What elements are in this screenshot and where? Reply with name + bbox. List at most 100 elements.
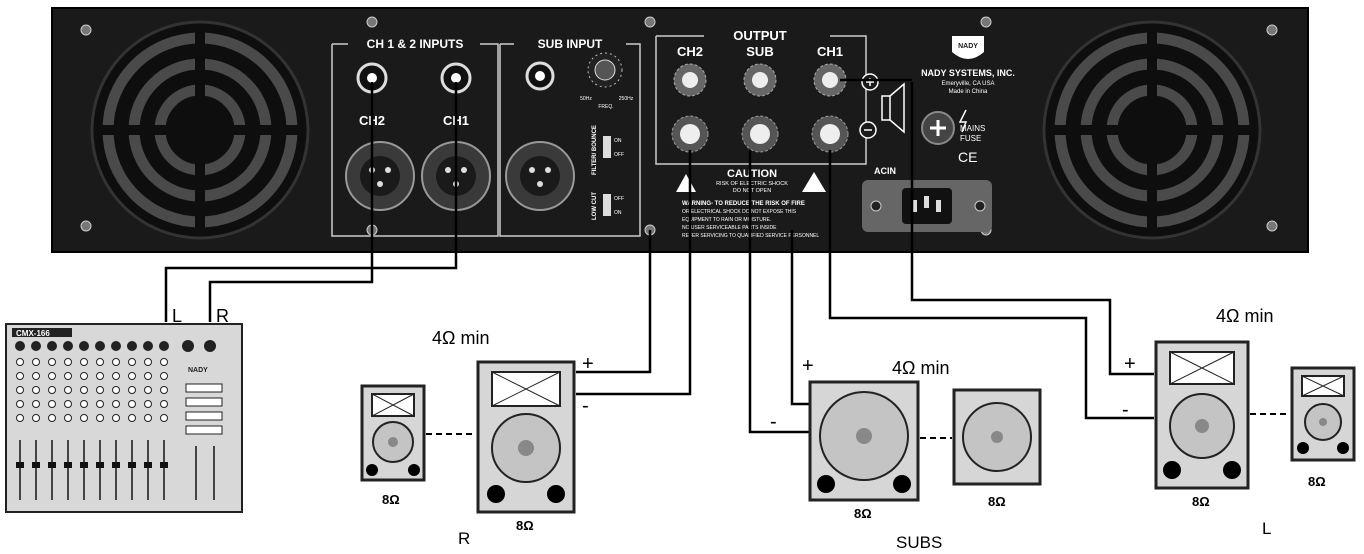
ac-inlet-icon[interactable] [862,180,992,232]
channel-knob-icon[interactable] [160,400,168,408]
channel-knob-icon[interactable] [32,414,40,422]
channel-knob-icon[interactable] [32,400,40,408]
channel-knob-icon[interactable] [96,372,104,380]
main-ohms-label: 8Ω [1192,494,1210,509]
lowcut-switch-label: LOW CUT [592,192,598,220]
channel-knob-icon[interactable] [48,386,56,394]
channel-knob-icon[interactable] [80,358,88,366]
channel-knob-icon[interactable] [96,414,104,422]
channel-fader-handle[interactable] [144,462,152,468]
channel-input-icon[interactable] [159,341,169,351]
channel-knob-icon[interactable] [80,386,88,394]
channel-input-icon[interactable] [127,341,137,351]
channel-fader-handle[interactable] [48,462,56,468]
channel-knob-icon[interactable] [112,358,120,366]
channel-knob-icon[interactable] [96,358,104,366]
channel-input-icon[interactable] [143,341,153,351]
master-output-jack-icon[interactable] [182,340,194,352]
channel-fader-handle[interactable] [96,462,104,468]
sub-minus-binding-post-icon[interactable] [741,115,779,153]
channel-knob-icon[interactable] [32,358,40,366]
channel-knob-icon[interactable] [64,358,72,366]
ch1-minus-binding-post-icon[interactable] [811,115,849,153]
channel-knob-icon[interactable] [128,414,136,422]
channel-knob-icon[interactable] [48,372,56,380]
channel-knob-icon[interactable] [64,400,72,408]
channel-knob-icon[interactable] [96,400,104,408]
master-control-icon[interactable] [185,383,223,393]
master-control-icon[interactable] [185,425,223,435]
master-control-icon[interactable] [185,411,223,421]
channel-knob-icon[interactable] [16,372,24,380]
channel-input-icon[interactable] [31,341,41,351]
channel-knob-icon[interactable] [80,372,88,380]
channel-knob-icon[interactable] [80,414,88,422]
screw-icon [80,220,92,232]
channel-knob-icon[interactable] [160,414,168,422]
channel-knob-icon[interactable] [112,400,120,408]
lowcut-switch[interactable] [603,194,611,216]
freq-knob-icon[interactable] [587,52,623,88]
channel-knob-icon[interactable] [32,372,40,380]
channel-knob-icon[interactable] [16,358,24,366]
channel-fader-handle[interactable] [64,462,72,468]
channel-knob-icon[interactable] [48,414,56,422]
speaker-symbol-icon [881,82,905,134]
channel-knob-icon[interactable] [96,386,104,394]
channel-knob-icon[interactable] [32,386,40,394]
channel-knob-icon[interactable] [144,414,152,422]
channel-input-icon[interactable] [15,341,25,351]
master-output-jack-icon[interactable] [204,340,216,352]
channel-knob-icon[interactable] [128,400,136,408]
channel-fader-handle[interactable] [80,462,88,468]
filter-switch[interactable] [603,136,611,158]
mains-fuse-icon[interactable] [921,111,955,145]
channel-knob-icon[interactable] [160,372,168,380]
channel-knob-icon[interactable] [112,372,120,380]
channel-input-icon[interactable] [47,341,57,351]
channel-fader-handle[interactable] [128,462,136,468]
channel-input-icon[interactable] [111,341,121,351]
brand-origin: Made in China [949,89,988,95]
channel-fader-handle[interactable] [16,462,24,468]
ch2-xlr-input-icon[interactable] [345,141,415,211]
sub-plus-binding-post-icon[interactable] [743,63,777,97]
channel-knob-icon[interactable] [112,386,120,394]
channel-knob-icon[interactable] [160,386,168,394]
channel-knob-icon[interactable] [64,372,72,380]
channel-knob-icon[interactable] [16,386,24,394]
channel-knob-icon[interactable] [64,414,72,422]
small-speaker-icon [1290,366,1356,462]
channel-knob-icon[interactable] [144,358,152,366]
ch2-plus-binding-post-icon[interactable] [673,63,707,97]
sub-xlr-input-icon[interactable] [505,141,575,211]
mixer-channel-strip [47,341,57,500]
master-control-icon[interactable] [185,397,223,407]
sub-input-jack-icon[interactable] [525,61,555,91]
channel-knob-icon[interactable] [144,400,152,408]
warning-line: NO USER SERVICEABLE PARTS INSIDE [682,225,777,231]
output-title: OUTPUT [733,28,787,43]
channel-knob-icon[interactable] [16,400,24,408]
channel-fader-handle[interactable] [160,462,168,468]
mixer-channel-strip [63,341,73,500]
channel-knob-icon[interactable] [128,372,136,380]
channel-knob-icon[interactable] [48,400,56,408]
channel-fader-handle[interactable] [112,462,120,468]
ch1-input-jack-icon[interactable] [440,62,472,94]
channel-knob-icon[interactable] [144,372,152,380]
channel-knob-icon[interactable] [16,414,24,422]
channel-input-icon[interactable] [63,341,73,351]
channel-knob-icon[interactable] [48,358,56,366]
channel-knob-icon[interactable] [144,386,152,394]
channel-input-icon[interactable] [95,341,105,351]
channel-knob-icon[interactable] [128,358,136,366]
channel-knob-icon[interactable] [112,414,120,422]
channel-knob-icon[interactable] [80,400,88,408]
channel-input-icon[interactable] [79,341,89,351]
ch2-minus-binding-post-icon[interactable] [671,115,709,153]
channel-knob-icon[interactable] [128,386,136,394]
channel-fader-handle[interactable] [32,462,40,468]
channel-knob-icon[interactable] [64,386,72,394]
channel-knob-icon[interactable] [160,358,168,366]
